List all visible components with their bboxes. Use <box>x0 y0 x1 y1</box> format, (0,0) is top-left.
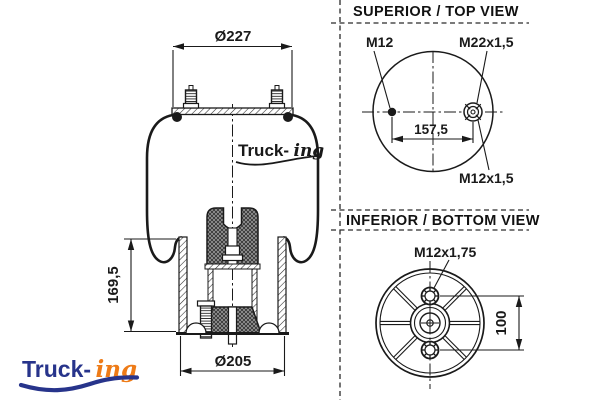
dim-bottom-diameter: Ø205 <box>179 336 286 376</box>
dim-height-label: 169,5 <box>105 266 122 304</box>
bottom-bolt-top <box>420 286 440 306</box>
bottom-view-header: INFERIOR / BOTTOM VIEW <box>346 213 540 229</box>
dim-stud-spacing: 157,5 <box>391 117 474 143</box>
dim-height: 169,5 <box>105 238 176 333</box>
leader-m22 <box>476 50 488 104</box>
dim-top-diameter: Ø227 <box>172 28 293 107</box>
brand-logo: Truck- ing <box>18 356 140 393</box>
stud-marker-dot <box>387 107 397 117</box>
bumper-bolt-head <box>224 245 241 256</box>
mounting-stud-right <box>268 84 286 109</box>
top-view-header: SUPERIOR / TOP VIEW <box>353 4 519 20</box>
watermark-swoosh <box>235 155 319 166</box>
center-stem <box>227 306 238 345</box>
air-port-symbol <box>463 102 483 122</box>
watermark-brand: Truck- ing <box>235 141 324 166</box>
bottom-bolt-bottom <box>420 340 440 360</box>
logo-swoosh <box>18 375 140 393</box>
svg-text:Truck- ing: Truck- ing <box>238 141 324 161</box>
dim-bolt-spacing: 100 <box>440 295 524 351</box>
label-m22: M22x1,5 <box>459 34 514 50</box>
watermark-part1: Truck- <box>238 141 289 160</box>
dim-bottom-diameter-label: Ø205 <box>215 353 252 370</box>
leader-m12x15 <box>477 119 490 171</box>
dim-bolt-spacing-label: 100 <box>493 310 510 335</box>
top-view-panel: SUPERIOR / TOP VIEW M12 M22x1,5 M12x1,5 <box>331 4 529 186</box>
piston-bolt <box>196 300 216 339</box>
bottom-view-panel: INFERIOR / BOTTOM VIEW <box>331 209 540 389</box>
top-plate <box>171 84 294 122</box>
bead-right <box>283 112 293 122</box>
piston <box>176 236 289 345</box>
leader-m12x175 <box>433 259 450 289</box>
side-view-drawing: Ø227 <box>18 28 324 393</box>
bumper-upper <box>206 207 259 269</box>
leader-m12 <box>373 50 391 109</box>
bumper-bolt-washer <box>221 254 244 262</box>
spokes <box>380 286 480 360</box>
dim-stud-spacing-label: 157,5 <box>414 122 448 137</box>
bellows-outline <box>145 113 320 264</box>
bead-left <box>172 112 182 122</box>
logo-part1: Truck- <box>22 356 91 382</box>
mounting-stud-left <box>182 84 200 109</box>
label-m12x175: M12x1,75 <box>414 244 476 260</box>
dim-top-diameter-label: Ø227 <box>215 28 252 45</box>
label-m12x15: M12x1,5 <box>459 170 514 186</box>
label-m12: M12 <box>366 34 393 50</box>
